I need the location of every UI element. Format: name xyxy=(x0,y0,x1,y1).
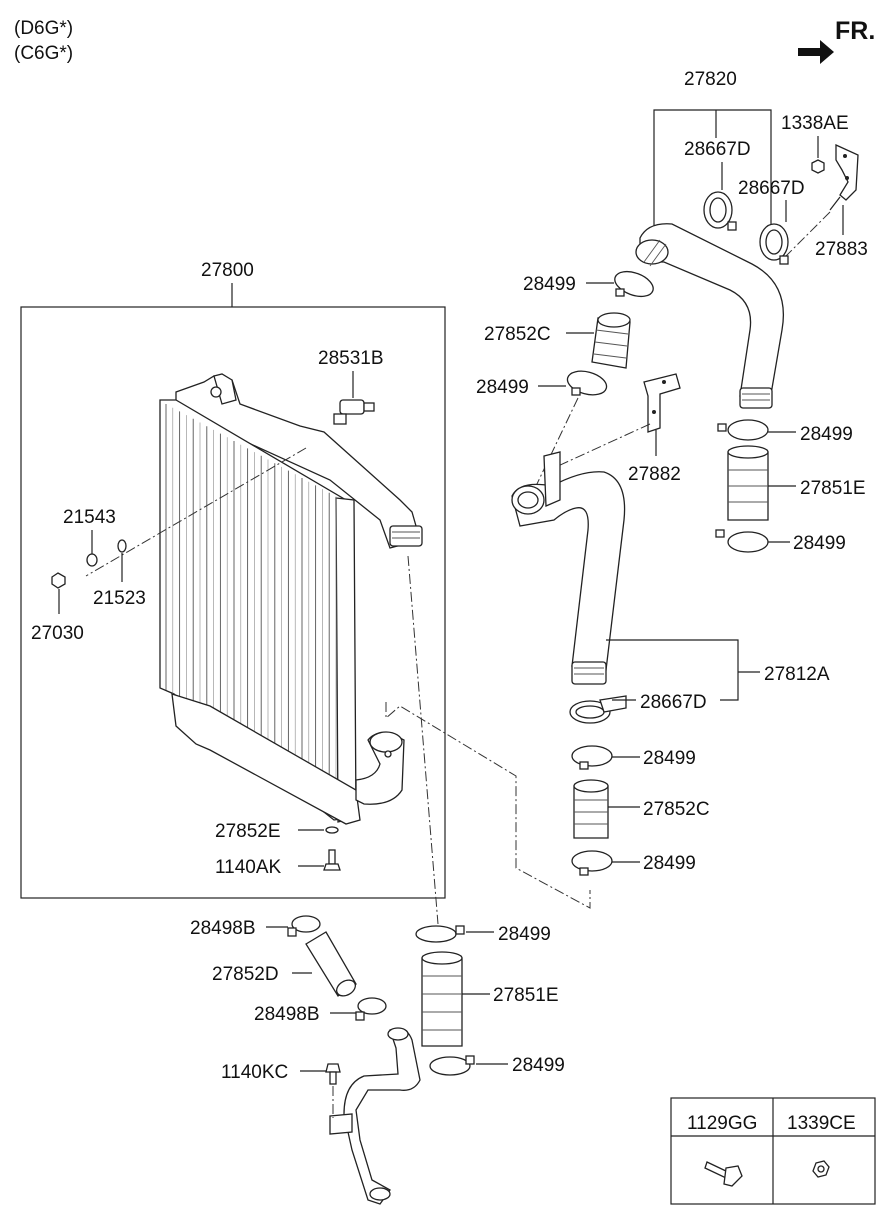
variant-code-1: (D6G*) xyxy=(14,18,73,39)
label-28499-c: 28499 xyxy=(800,424,853,445)
clamp-28667D-a xyxy=(703,191,737,231)
fastener-table xyxy=(670,1097,876,1205)
hose-clamp-28499-g xyxy=(415,925,465,943)
label-27852E: 27852E xyxy=(215,821,281,842)
table-header-1129GG: 1129GG xyxy=(687,1113,757,1134)
hose-clamp-28499-b xyxy=(566,370,608,396)
label-28498B-a: 28498B xyxy=(190,918,256,939)
lower-pipe-27812A xyxy=(511,451,626,685)
table-header-1339CE: 1339CE xyxy=(787,1113,856,1134)
hose-clamp-28499-f xyxy=(571,850,613,876)
hose-clamp-28499-a xyxy=(614,270,654,298)
front-label: FR. xyxy=(835,17,875,45)
water-pipe-assembly xyxy=(329,1027,421,1205)
nut-1338AE-icon xyxy=(811,159,825,174)
intercooler-assembly-box xyxy=(20,306,446,899)
clamp-28498B-b xyxy=(355,997,387,1021)
hose-27851E-a xyxy=(727,445,769,521)
hose-27852C-b xyxy=(573,779,609,839)
label-21543: 21543 xyxy=(63,507,116,528)
hose-clamp-28499-c xyxy=(717,419,769,441)
label-1140KC: 1140KC xyxy=(221,1062,288,1083)
hose-27852C-a xyxy=(591,312,631,369)
hose-clamp-28499-d xyxy=(715,529,769,553)
label-27800: 27800 xyxy=(201,260,254,281)
bracket-27882-icon xyxy=(643,373,681,433)
grommet-27852E-icon xyxy=(325,826,339,834)
label-28667D-b: 28667D xyxy=(738,178,805,199)
variant-code-2: (C6G*) xyxy=(14,43,73,64)
label-27882: 27882 xyxy=(628,464,681,485)
label-28498B-b: 28498B xyxy=(254,1004,320,1025)
hose-27851E-b xyxy=(421,951,463,1047)
label-27851E-b: 27851E xyxy=(493,985,559,1006)
label-28499-g: 28499 xyxy=(498,924,551,945)
bolt-1129GG-icon xyxy=(704,1161,743,1187)
label-27852D: 27852D xyxy=(212,964,279,985)
label-28499-d: 28499 xyxy=(793,533,846,554)
nut-27030-icon xyxy=(51,572,66,589)
bolt-1140KC-icon xyxy=(325,1063,341,1085)
label-28667D-a: 28667D xyxy=(684,139,751,160)
label-1140AK: 1140AK xyxy=(215,857,282,878)
label-27820: 27820 xyxy=(684,69,737,90)
label-21523: 21523 xyxy=(93,588,146,609)
label-28667D-c: 28667D xyxy=(640,692,707,713)
label-28531B: 28531B xyxy=(318,348,384,369)
label-28499-a: 28499 xyxy=(523,274,576,295)
intercooler-core xyxy=(159,373,423,825)
hose-27852D xyxy=(305,931,357,997)
label-27852C-a: 27852C xyxy=(484,324,551,345)
label-27852C-b: 27852C xyxy=(643,799,710,820)
bolt-1140AK-icon xyxy=(323,849,341,871)
washer-21523-icon xyxy=(117,539,127,553)
clamp-28667D-b xyxy=(759,223,789,265)
label-27883: 27883 xyxy=(815,239,868,260)
washer-21543-icon xyxy=(86,553,98,567)
upper-pipe-27820 xyxy=(635,223,785,409)
hose-clamp-28499-h xyxy=(429,1055,475,1076)
label-28499-h: 28499 xyxy=(512,1055,565,1076)
front-direction-arrow-icon xyxy=(798,40,834,64)
label-28499-b: 28499 xyxy=(476,377,529,398)
label-28499-f: 28499 xyxy=(643,853,696,874)
label-27812A: 27812A xyxy=(764,664,830,685)
sensor-28531B-icon xyxy=(333,399,375,425)
label-1338AE: 1338AE xyxy=(781,113,849,134)
nut-1339CE-icon xyxy=(812,1160,830,1178)
label-27851E-a: 27851E xyxy=(800,478,866,499)
label-27030: 27030 xyxy=(31,623,84,644)
hose-clamp-28499-e xyxy=(571,745,613,770)
clamp-28498B-a xyxy=(287,915,321,937)
bracket-27883-icon xyxy=(829,143,859,211)
label-28499-e: 28499 xyxy=(643,748,696,769)
